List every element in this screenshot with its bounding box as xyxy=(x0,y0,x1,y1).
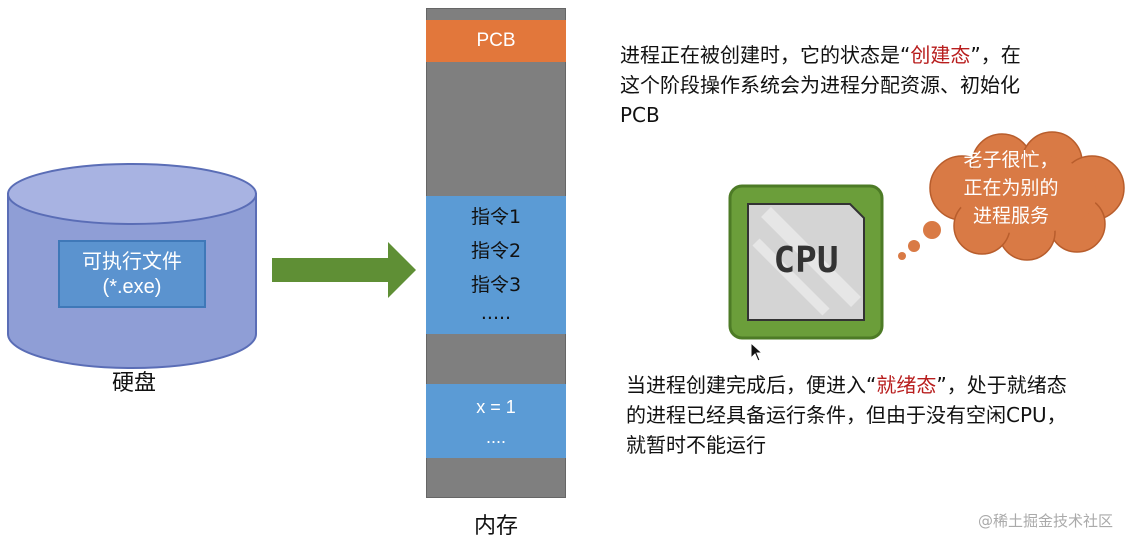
cloud-line-3: 进程服务 xyxy=(972,205,1049,227)
executable-file-box: 可执行文件 (*.exe) xyxy=(58,240,206,308)
instruction-2: 指令2 xyxy=(470,240,522,262)
file-label-ext: (*.exe) xyxy=(102,276,162,298)
file-label-name: 可执行文件 xyxy=(82,249,182,273)
watermark: @稀土掘金技术社区 xyxy=(978,512,1114,530)
cpu-icon xyxy=(728,184,884,340)
disk-label: 硬盘 xyxy=(111,371,156,396)
instruction-3: 指令3 xyxy=(470,274,522,296)
instruction-more: ..... xyxy=(480,302,512,324)
cpu-label: CPU xyxy=(773,240,839,281)
ready-state-description: 当进程创建完成后，便进入“就绪态”，处于就绪态的进程已经具备运行条件，但由于没有… xyxy=(626,370,1086,460)
data-segment: x = 1 .... xyxy=(426,384,566,458)
instruction-1: 指令1 xyxy=(470,206,522,228)
created-state-description: 进程正在被创建时，它的状态是“创建态”，在这个阶段操作系统会为进程分配资源、初始… xyxy=(620,40,1040,130)
code-segment: 指令1 指令2 指令3 ..... xyxy=(426,196,566,334)
mouse-cursor-icon xyxy=(750,342,764,362)
cloud-line-2: 正在为别的 xyxy=(963,177,1059,199)
created-text-part1: 进程正在被创建时，它的状态是“ xyxy=(620,43,911,67)
pcb-segment: PCB xyxy=(426,20,566,62)
ready-state-highlight: 就绪态 xyxy=(876,373,937,397)
data-line-1: x = 1 xyxy=(476,397,516,417)
data-line-more: .... xyxy=(485,427,506,447)
cloud-text: 老子很忙， 正在为别的 进程服务 xyxy=(936,146,1086,230)
created-state-highlight: 创建态 xyxy=(910,43,971,67)
ready-text-part2: ”，处于就绪态的进程已经具备运行条件，但由于没有空闲CPU，就暂时不能运行 xyxy=(626,373,1067,457)
created-text-part2: ”，在这个阶段操作系统会为进程分配资源、初始化PCB xyxy=(620,43,1021,127)
cloud-line-1: 老子很忙， xyxy=(963,149,1059,171)
memory-label: 内存 xyxy=(473,514,518,539)
ready-text-part1: 当进程创建完成后，便进入“ xyxy=(626,373,877,397)
load-arrow xyxy=(272,242,416,298)
thought-cloud xyxy=(898,131,1125,261)
